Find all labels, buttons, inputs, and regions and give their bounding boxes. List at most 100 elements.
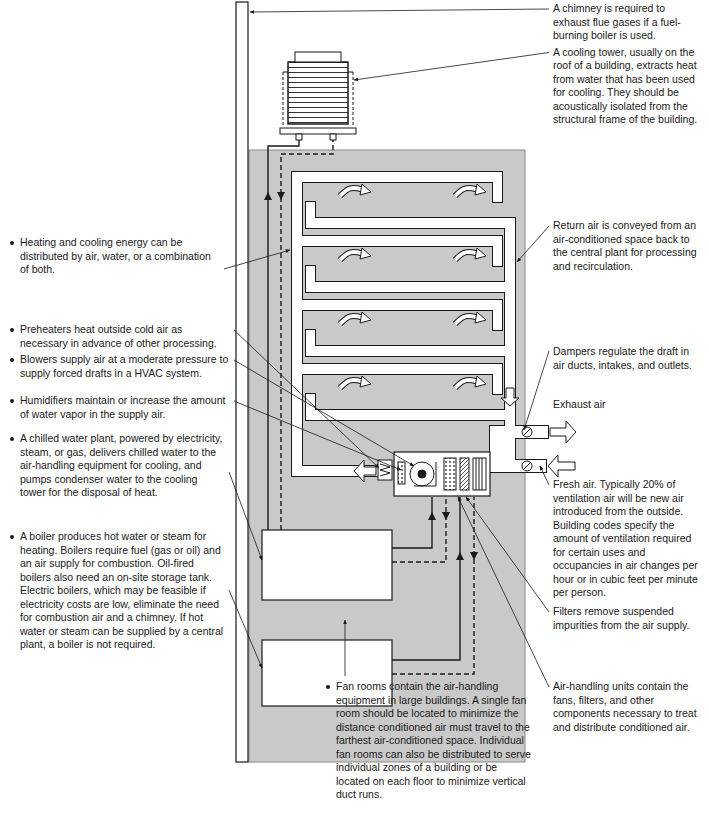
cooling-tower-part (283, 72, 288, 73)
leader-lines (224, 9, 549, 687)
air-handling-unit-part (460, 458, 469, 490)
duct-work-part (490, 438, 515, 460)
duct-work-part (292, 236, 502, 246)
building-part (249, 150, 525, 762)
duct-work-part (306, 266, 315, 292)
duct-work-part (306, 266, 315, 292)
air-handling-unit (378, 452, 490, 496)
callout-text: Exhaust air (553, 398, 703, 412)
duct-work-part (306, 410, 515, 420)
chimney-part (236, 2, 248, 762)
leader-line (224, 250, 290, 269)
callout-text: A cooling tower, usually on the roof of … (553, 46, 703, 127)
leader-line (229, 590, 262, 668)
callout-text: Filters remove suspended impurities from… (553, 605, 703, 632)
leader-line (250, 9, 549, 12)
duct-work-part (292, 300, 502, 310)
air-flow-arrows-part (475, 248, 486, 259)
callout-text: A boiler produces hot water or steam for… (20, 530, 225, 652)
duct-work-part (306, 282, 515, 292)
dampers-part (522, 427, 532, 437)
air-flow-arrows (340, 184, 576, 482)
air-flow-arrows-part (475, 184, 486, 195)
callout-text: Air-handling units contain the fans, fil… (553, 680, 703, 734)
leader-line (540, 466, 549, 485)
callout-text: Return air is conveyed from an air-condi… (553, 219, 703, 273)
leader-line (229, 472, 262, 560)
cooling-tower-part (283, 72, 284, 126)
water-pipes-part (392, 497, 446, 562)
air-flow-arrows-part (475, 312, 486, 323)
duct-work (292, 172, 548, 476)
water-pipes-part (392, 497, 460, 660)
air-handling-unit-part (444, 458, 456, 490)
leader-line (234, 330, 379, 468)
cooling-tower-part (288, 62, 348, 124)
leader-line (345, 620, 346, 676)
water-pipes-part (392, 497, 474, 674)
callout-text: Humidifiers maintain or increase the amo… (20, 394, 230, 421)
duct-work-part (490, 460, 546, 472)
air-handling-unit-part (398, 462, 405, 484)
flow-arrowheads-part (277, 192, 285, 200)
cooling-tower-part (288, 62, 348, 124)
duct-work-part (292, 364, 502, 374)
air-handling-unit-part (394, 452, 490, 496)
leader-line (234, 360, 414, 466)
leader-line (458, 497, 549, 687)
leader-line (354, 53, 549, 81)
building (249, 150, 525, 762)
air-handling-unit-part (476, 458, 482, 490)
air-flow-arrows-part (548, 455, 575, 477)
duct-work-part (306, 330, 315, 356)
air-flow-arrows-part (550, 421, 576, 443)
bullet-dot (10, 437, 14, 441)
water-pipes-part (392, 497, 432, 548)
chilled-water-plant-part (262, 530, 392, 600)
duct-work-part (306, 282, 515, 292)
callout-text: A chimney is required to exhaust flue ga… (553, 2, 703, 43)
cooling-tower-part (353, 72, 354, 126)
flow-arrowheads-part (442, 512, 450, 520)
duct-work-part (490, 438, 515, 460)
leader-line (524, 351, 549, 430)
cooling-tower-part (330, 134, 336, 140)
callout-text: Heating and cooling energy can be distri… (20, 236, 220, 277)
duct-work-part (306, 346, 515, 356)
duct-work-part (292, 172, 502, 182)
dampers (522, 427, 532, 471)
duct-work-part (306, 410, 515, 420)
air-flow-arrows-part (354, 460, 376, 482)
duct-work-part (493, 300, 502, 330)
air-flow-arrows-part (360, 248, 371, 259)
bullet-dot (10, 535, 14, 539)
chilled-water-plant (262, 530, 392, 600)
duct-work-part (493, 364, 502, 394)
flow-arrowheads-part (428, 512, 436, 520)
callout-text: Fresh air. Typically 20% of ventilation … (553, 478, 703, 600)
leader-line (234, 401, 401, 470)
flow-arrowheads (264, 192, 478, 560)
duct-work-part (292, 236, 502, 246)
duct-work-part (306, 330, 315, 356)
duct-work-part (490, 426, 548, 438)
duct-work-part (493, 236, 502, 266)
duct-work-part (306, 218, 515, 228)
duct-work-part (292, 364, 502, 374)
duct-work-part (493, 172, 502, 202)
callout-text: Preheaters heat outside cold air as nece… (20, 323, 230, 350)
cooling-tower-part (348, 72, 353, 73)
air-flow-arrows-part (360, 184, 371, 195)
cooling-tower-part (280, 128, 356, 134)
duct-work-part (493, 364, 502, 394)
duct-work-part (490, 426, 548, 438)
bullet-dot (326, 685, 330, 689)
callout-text: Blowers supply air at a moderate pressur… (20, 353, 230, 380)
bullet-dot (10, 358, 14, 362)
air-flow-arrows-part (360, 376, 371, 387)
duct-work-part (306, 202, 315, 228)
flow-arrowheads-part (456, 552, 464, 560)
air-handling-unit-part (380, 464, 390, 476)
duct-work-part (306, 346, 515, 356)
